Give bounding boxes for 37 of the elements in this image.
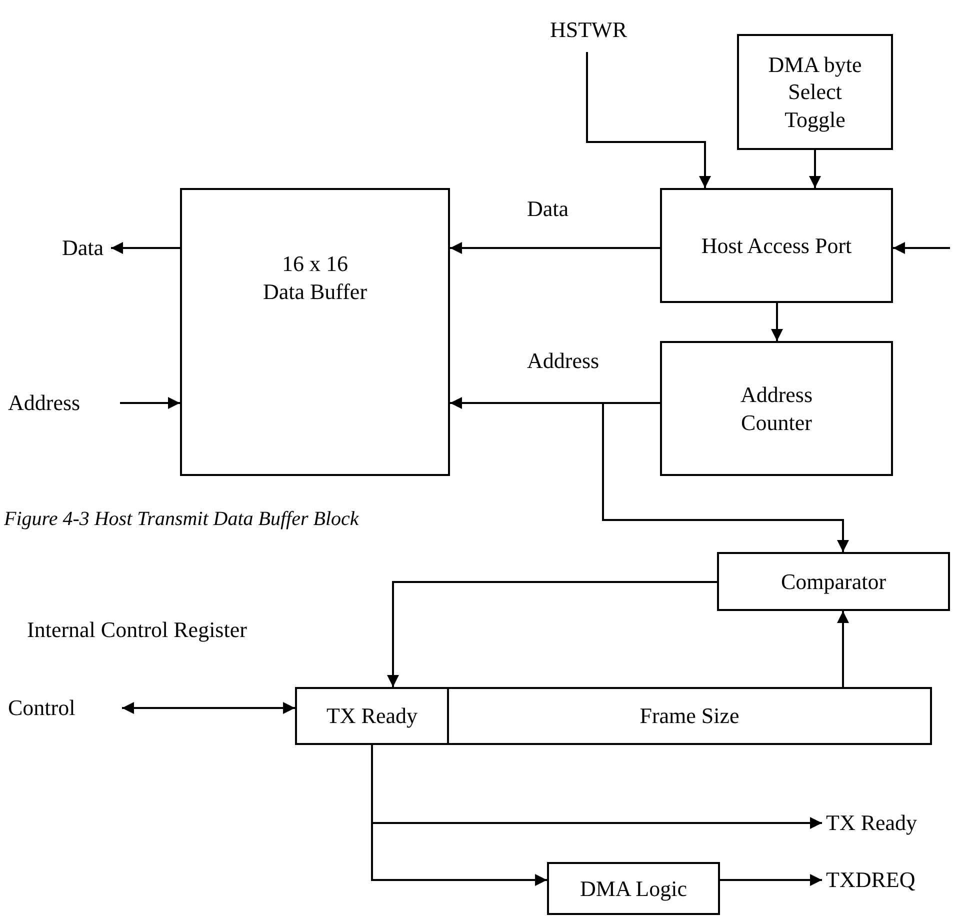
signal-label: TXDREQ [826, 866, 916, 894]
arrow [111, 242, 180, 254]
arrow [387, 581, 717, 687]
arrow [120, 397, 180, 409]
signal-label: Address [8, 389, 80, 417]
block-box [737, 34, 893, 150]
signal-label: Data [62, 234, 104, 262]
block-box [660, 341, 893, 476]
arrow [122, 702, 295, 714]
signal-label: TX Ready [826, 809, 918, 837]
arrow [602, 402, 849, 552]
figure-caption: Figure 4-3 Host Transmit Data Buffer Block [4, 508, 359, 531]
signal-label: Control [8, 694, 76, 722]
arrow [893, 242, 950, 254]
block-label: TX Ready [326, 702, 418, 730]
block-box [717, 552, 950, 611]
block-box [660, 188, 893, 303]
block-label: Comparator [780, 568, 886, 596]
arrow [450, 242, 660, 254]
block-label: Host Access Port [701, 232, 852, 260]
block-label: DMA byte Select Toggle [767, 50, 863, 134]
arrow [371, 745, 547, 886]
block-box [547, 862, 720, 915]
arrow [771, 303, 783, 341]
block-box [295, 687, 449, 745]
block-label: 16 x 16 Data Buffer [262, 250, 368, 305]
signal-label: HSTWR [550, 16, 627, 44]
arrow [586, 52, 711, 188]
block-box [447, 687, 932, 745]
block-label: DMA Logic [580, 874, 687, 902]
block-box [180, 188, 450, 476]
block-label: Frame Size [640, 702, 740, 730]
arrow [837, 611, 849, 687]
block-label: Address Counter [739, 381, 814, 436]
arrow [809, 150, 821, 188]
register-label: Internal Control Register [27, 617, 247, 643]
arrow [720, 874, 822, 886]
